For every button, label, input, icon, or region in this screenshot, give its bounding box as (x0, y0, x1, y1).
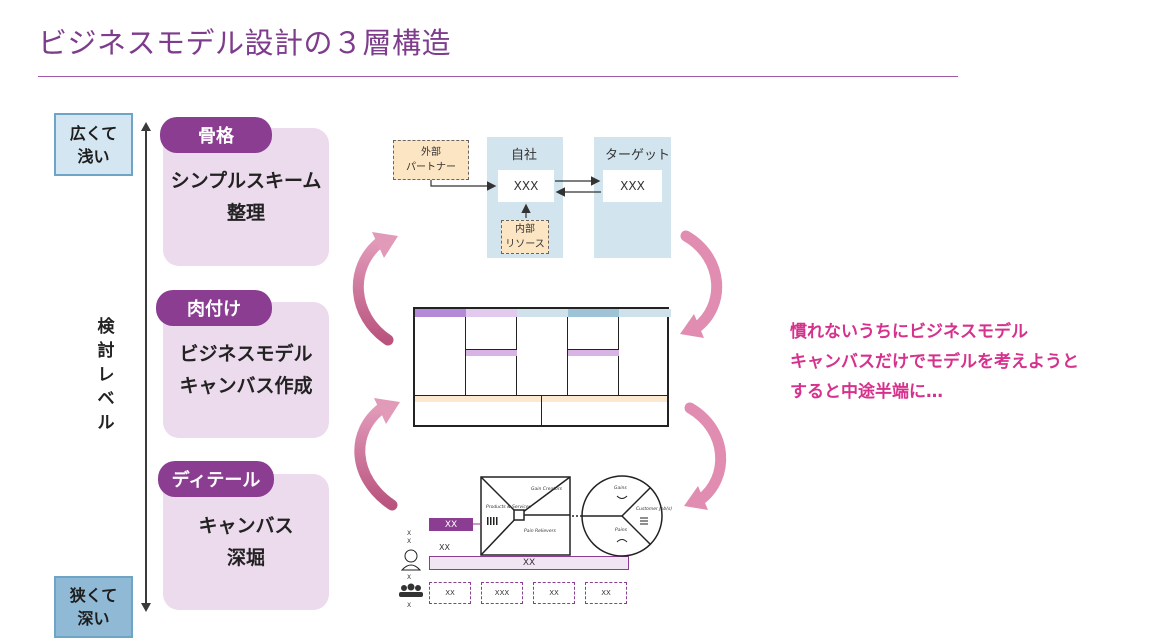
axis-arrow-down-icon (141, 603, 151, 612)
partner-to-self-arrow (430, 180, 497, 191)
business-model-canvas-thumbnail (413, 307, 671, 427)
layer-body-detail: キャンバス 深堀 (198, 515, 294, 569)
detail-bar: XX (429, 556, 629, 570)
self-value-box: XXX (498, 170, 554, 202)
curved-arrow-left-upper (352, 232, 398, 346)
group-icon (399, 583, 423, 597)
list-icon (640, 517, 648, 525)
bmc-cell-key-partners (415, 309, 466, 395)
vp-label: Products & Services (486, 504, 532, 510)
curved-arrow-right-upper (680, 230, 723, 338)
level-top-box: 広くて 浅い (54, 113, 133, 176)
partner-box: 外部 パートナー (393, 140, 469, 180)
vp-label: Gains (614, 485, 627, 491)
bmc-header-strip (466, 309, 517, 317)
curved-arrow-right-lower (684, 402, 727, 510)
target-value-box: XXX (603, 170, 662, 202)
layer-tag-flesh: 肉付け (156, 290, 272, 326)
detail-box: XXX (481, 582, 523, 604)
title-divider (38, 76, 958, 77)
bmc-mid-divider (568, 349, 619, 350)
detail-purple-tag: XX (429, 518, 473, 531)
bmc-header-strip (568, 309, 619, 317)
person-icon (400, 549, 422, 571)
internal-resource-label: 内部 リソース (505, 224, 545, 250)
detail-x-mark: X (407, 602, 412, 609)
bmc-mid-strip (466, 350, 517, 356)
bmc-header-strip (517, 309, 568, 317)
bmc-header-strip (415, 309, 466, 317)
self-header: 自社 (511, 148, 538, 163)
internal-resource-box: 内部 リソース (501, 220, 549, 254)
vp-label: Pains (615, 527, 628, 533)
level-top-label: 広くて 浅い (69, 123, 118, 166)
detail-bar-label: XX (522, 558, 536, 568)
level-bottom-box: 狭くて 深い (54, 576, 133, 638)
page-title: ビジネスモデル設計の３層構造 (38, 26, 452, 60)
value-proposition-canvas (480, 475, 663, 557)
vp-label: Customer Job(s) (636, 506, 672, 512)
frown-icon (616, 539, 628, 543)
smile-icon (616, 495, 628, 499)
layer-tag-skeleton: 骨格 (160, 117, 272, 153)
bmc-mid-strip (568, 350, 619, 356)
bmc-cell-costs-revenue-divider (541, 396, 542, 427)
detail-x-mark: X (407, 530, 412, 537)
caution-note: 慣れないうちにビジネスモデル キャンバスだけでモデルを考えようと すると中途半端… (790, 322, 1079, 402)
vp-label: Pain Relievers (524, 528, 556, 534)
bmc-bottom-divider (415, 395, 667, 396)
detail-box: XX (533, 582, 575, 604)
level-axis-line (145, 128, 147, 608)
barcode-icon (487, 517, 498, 525)
axis-arrow-up-icon (141, 122, 151, 131)
curved-arrow-left-lower (354, 398, 400, 511)
layer-body-skeleton: シンプルスキーム 整理 (170, 170, 322, 224)
bmc-cell-value-proposition (517, 309, 568, 395)
detail-box: XX (585, 582, 627, 604)
detail-x-mark: X (407, 538, 412, 545)
level-bottom-label: 狭くて 深い (69, 586, 118, 628)
detail-box: XX (429, 582, 471, 604)
detail-row-label: XX (439, 543, 450, 552)
partner-label: 外部 パートナー (406, 147, 456, 173)
layer-body-flesh: ビジネスモデル キャンバス作成 (179, 343, 313, 397)
axis-side-label: 検 討 レ ベ ル (97, 317, 115, 433)
layer-tag-detail: ディテール (158, 461, 274, 497)
target-header: ターゲット (605, 148, 671, 163)
bmc-header-strip (619, 309, 671, 317)
vp-label: Gain Creators (531, 486, 563, 492)
detail-x-mark: X (407, 574, 412, 581)
bmc-mid-divider (466, 349, 517, 350)
